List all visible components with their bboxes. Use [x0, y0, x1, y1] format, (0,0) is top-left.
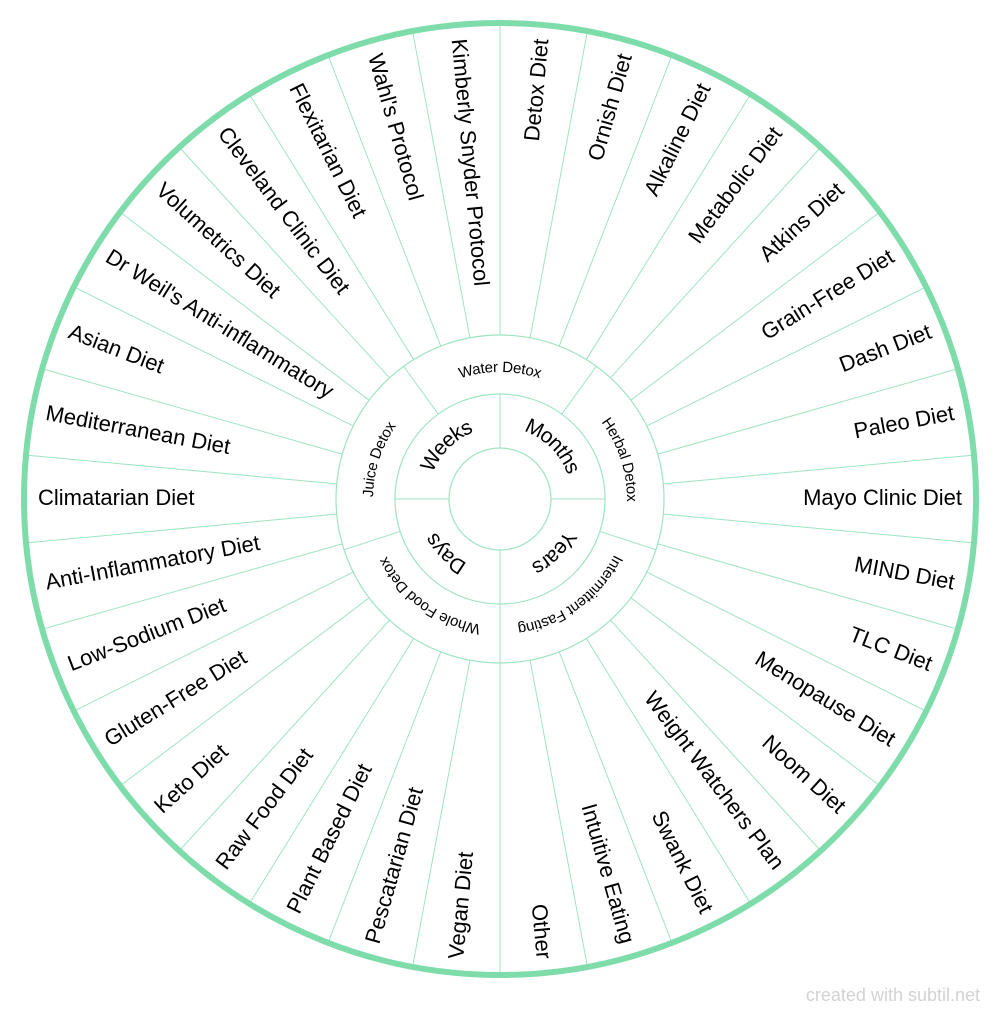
- outer-divider: [412, 660, 471, 967]
- inner-ring-label: Days: [420, 530, 470, 580]
- outer-ring-label: Flexitarian Diet: [284, 79, 372, 221]
- outer-divider: [248, 638, 415, 904]
- outer-ring-label: Climatarian Diet: [38, 485, 195, 510]
- outer-divider: [585, 94, 752, 360]
- middle-divider: [561, 366, 597, 415]
- outer-divider: [25, 454, 337, 485]
- outer-ring-label: Wahl's Protocol: [363, 51, 428, 203]
- outer-divider: [119, 597, 370, 787]
- outer-divider: [657, 543, 958, 630]
- outer-divider: [646, 571, 927, 712]
- outer-ring-label: TLC Diet: [846, 621, 936, 676]
- inner-ring-label: Weeks: [416, 415, 476, 475]
- middle-divider: [599, 530, 657, 551]
- outer-ring-label: Dash Diet: [836, 319, 935, 377]
- outer-divider: [178, 619, 390, 852]
- outer-divider: [73, 571, 354, 712]
- outer-divider: [585, 638, 752, 904]
- outer-divider: [646, 286, 927, 427]
- outer-divider: [119, 211, 370, 401]
- outer-ring-label: Paleo Diet: [852, 400, 956, 443]
- outer-divider: [657, 368, 958, 455]
- center-circle: [448, 447, 552, 551]
- outer-divider: [558, 651, 673, 944]
- outer-divider: [610, 146, 822, 379]
- outer-rim: [21, 20, 979, 978]
- outer-ring-label: Swank Diet: [647, 807, 719, 918]
- outer-divider: [42, 368, 343, 455]
- outer-ring-label: Ornish Diet: [583, 51, 637, 164]
- outer-divider: [529, 660, 588, 967]
- outer-ring-label: Pescatarian Diet: [360, 784, 428, 946]
- outer-divider: [529, 31, 588, 338]
- middle-divider: [403, 366, 439, 415]
- middle-ring-label: Juice Detox: [360, 418, 400, 497]
- outer-ring-label: Vegan Diet: [443, 851, 478, 960]
- outer-divider: [558, 54, 673, 347]
- outer-divider: [73, 286, 354, 427]
- outer-ring-label: Anti-Inflammatory Diet: [43, 530, 262, 595]
- outer-ring-label: Metabolic Diet: [683, 122, 787, 248]
- middle-divider: [343, 530, 401, 551]
- outer-ring-label: Alkaline Diet: [639, 79, 716, 200]
- outer-ring-label: Other: [527, 903, 557, 960]
- outer-divider: [412, 31, 471, 338]
- outer-divider: [663, 454, 975, 485]
- middle-ring-label: Whole Food Detox: [375, 554, 482, 638]
- outer-divider: [610, 619, 822, 852]
- outer-divider: [630, 211, 881, 401]
- outer-ring-label: Asian Diet: [65, 319, 168, 379]
- inner-ring-label: Months: [522, 414, 585, 477]
- outer-ring-label: Mayo Clinic Diet: [803, 485, 962, 510]
- outer-ring-label: Noom Diet: [757, 730, 851, 818]
- outer-ring-label: MIND Diet: [852, 551, 956, 594]
- outer-divider: [630, 597, 881, 787]
- outer-ring-label: Intuitive Eating: [577, 801, 641, 947]
- outer-ring-label: Low-Sodium Diet: [64, 592, 229, 676]
- watermark: created with subtil.net: [805, 985, 980, 1005]
- outer-divider: [178, 146, 390, 379]
- middle-ring-label: Water Detox: [457, 359, 544, 382]
- outer-divider: [248, 94, 415, 360]
- outer-divider: [25, 513, 337, 544]
- outer-ring-label: Detox Diet: [519, 38, 553, 143]
- outer-divider: [327, 54, 442, 347]
- outer-ring-label: Dr Weil's Anti-inflammatory: [102, 244, 339, 404]
- outer-divider: [42, 543, 343, 630]
- outer-ring-label: Atkins Diet: [754, 177, 849, 266]
- outer-divider: [327, 651, 442, 944]
- outer-divider: [663, 513, 975, 544]
- outer-ring-label: Mediterranean Diet: [44, 400, 233, 459]
